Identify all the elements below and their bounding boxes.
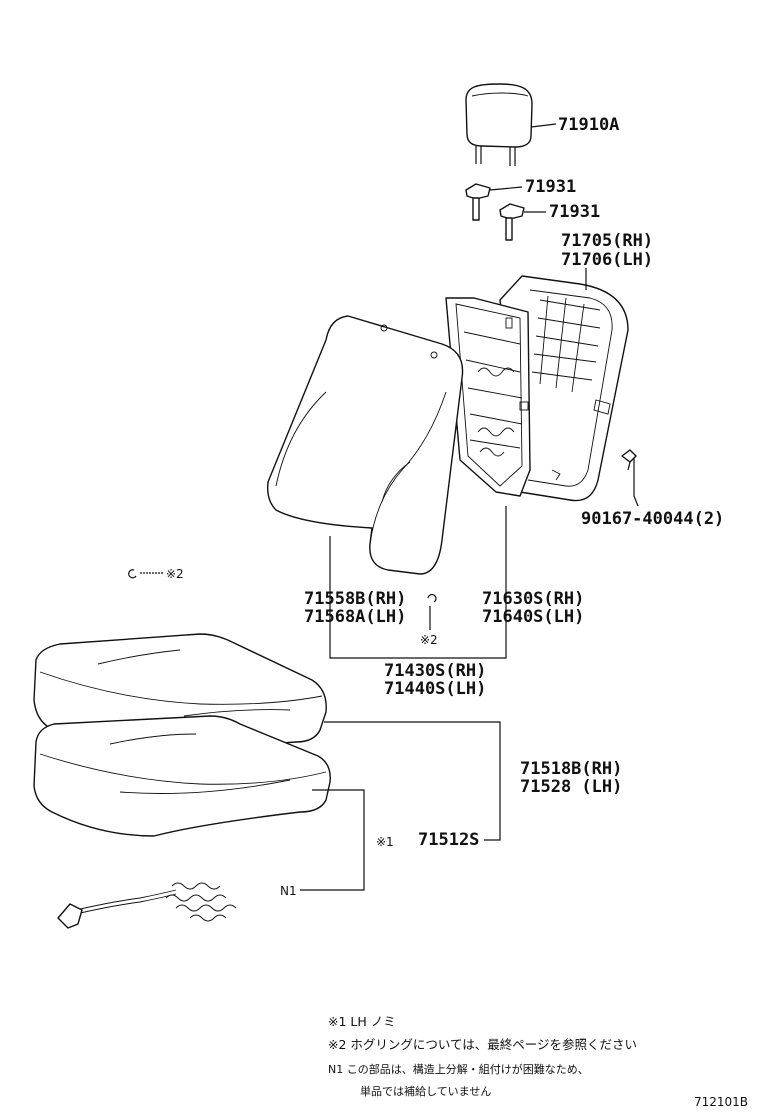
- headrest-support-2[interactable]: [499, 203, 525, 241]
- headrest-part[interactable]: [465, 83, 533, 166]
- label-frame-lh: 71706(LH): [561, 250, 653, 270]
- label-cushion-lh: 71528 (LH): [520, 777, 622, 797]
- headrest-support-1[interactable]: [465, 183, 491, 221]
- label-back-pad-rh: 71630S(RH): [482, 589, 584, 609]
- seatback-frame-panel[interactable]: [499, 275, 629, 502]
- label-harness: N1: [280, 884, 297, 898]
- wire-harness[interactable]: [57, 882, 237, 929]
- label-back-cover-rh: 71558B(RH): [304, 589, 406, 609]
- label-frame-rh: 71705(RH): [561, 231, 653, 251]
- seatback-cover[interactable]: [266, 315, 464, 575]
- label-hogring-mid: ※2: [420, 633, 438, 647]
- figure-id: 712101B: [694, 1095, 748, 1109]
- label-cushion-pad: 71512S: [418, 830, 479, 850]
- hogring-mid[interactable]: [427, 594, 437, 603]
- screw-part[interactable]: [621, 449, 637, 471]
- label-back-pad-lh: 71640S(LH): [482, 607, 584, 627]
- seatback-pad-frame[interactable]: [445, 297, 531, 497]
- label-back-assy-rh: 71430S(RH): [384, 661, 486, 681]
- label-headrest: 71910A: [558, 115, 619, 135]
- note-2: ※2 ホグリングについては、最終ページを参照ください: [328, 1037, 637, 1052]
- label-cushion-rh: 71518B(RH): [520, 759, 622, 779]
- label-screw: 90167-40044(2): [581, 509, 724, 529]
- note-3-line-2: 単品では補給していません: [360, 1084, 491, 1098]
- label-support-2: 71931: [549, 202, 600, 222]
- seat-cushion-pad[interactable]: [33, 715, 331, 837]
- label-back-cover-lh: 71568A(LH): [304, 607, 406, 627]
- label-hogring-left: ※2: [166, 567, 184, 581]
- label-cushion-pad-mark: ※1: [376, 835, 394, 849]
- label-support-1: 71931: [525, 177, 576, 197]
- label-back-assy-lh: 71440S(LH): [384, 679, 486, 699]
- note-3-line-1: N1 この部品は、構造上分解・組付けが困難なため、: [328, 1062, 589, 1076]
- note-1: ※1 LH ノミ: [328, 1014, 396, 1029]
- hogring-left[interactable]: [128, 569, 137, 579]
